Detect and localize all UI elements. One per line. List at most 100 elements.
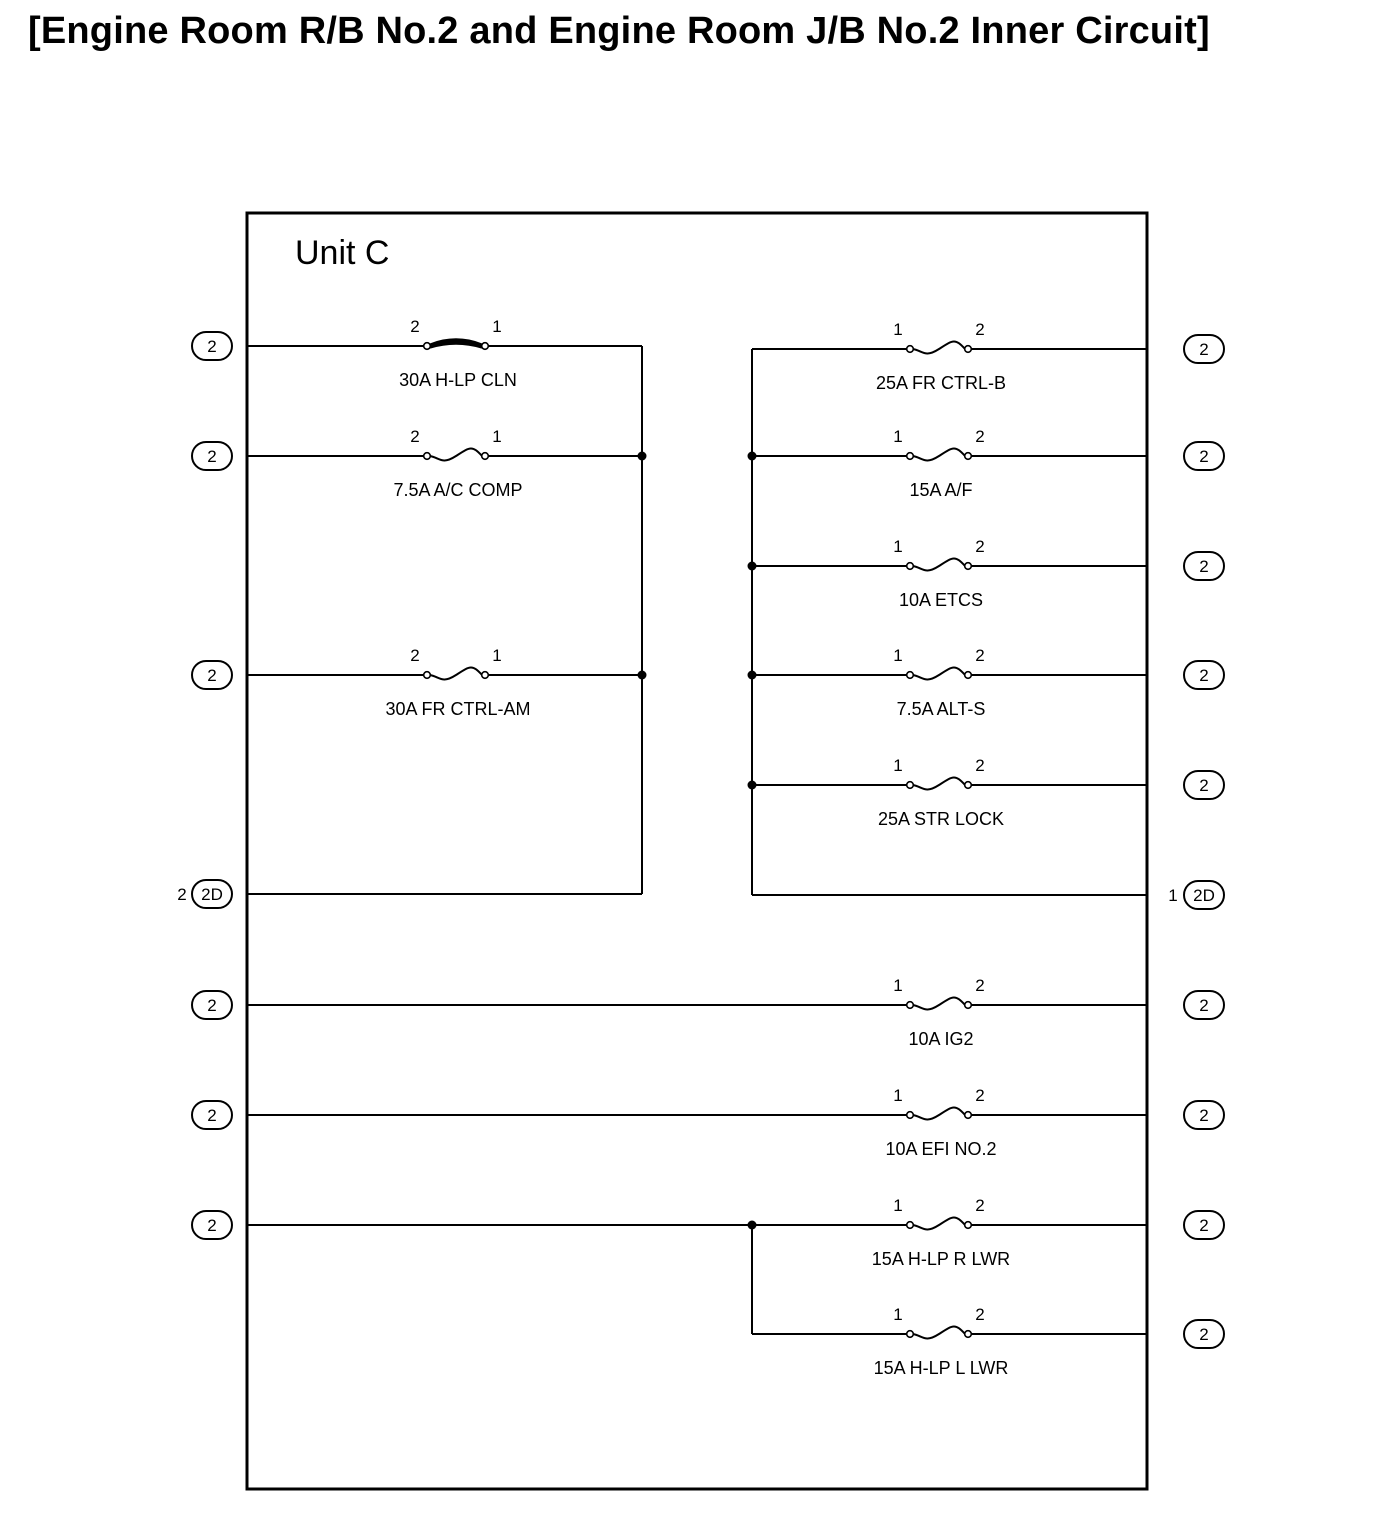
fuse-terminal bbox=[963, 1110, 973, 1120]
junction-dot bbox=[637, 451, 647, 461]
connector-code: 2 bbox=[1199, 1325, 1208, 1344]
fuse-terminal bbox=[422, 670, 432, 680]
connector-code: 2D bbox=[1193, 886, 1215, 905]
fusible-link-strand bbox=[429, 340, 483, 347]
connector-code: 2 bbox=[1199, 996, 1208, 1015]
fuse-element bbox=[429, 447, 483, 462]
fuse-terminal bbox=[905, 561, 915, 571]
fuse-pin-left: 1 bbox=[893, 646, 902, 665]
fuse-pin-right: 2 bbox=[975, 756, 984, 775]
unit-label: Unit C bbox=[295, 234, 389, 272]
junction-dot bbox=[747, 780, 757, 790]
fuse-pin-left: 2 bbox=[410, 317, 419, 336]
connector-badge: 2 bbox=[191, 660, 233, 690]
connector-badge: 2 bbox=[191, 990, 233, 1020]
connector-code: 2 bbox=[207, 666, 216, 685]
connector-outline bbox=[1183, 1319, 1225, 1349]
connector-pin: 1 bbox=[1168, 886, 1177, 905]
fuse-element bbox=[912, 340, 966, 355]
fuse-label: 25A FR CTRL-B bbox=[876, 373, 1006, 393]
diagram-title: [Engine Room R/B No.2 and Engine Room J/… bbox=[28, 10, 1210, 52]
fuse-label: 7.5A ALT-S bbox=[897, 699, 986, 719]
connector-code: 2 bbox=[1199, 340, 1208, 359]
fuse-pin-right: 2 bbox=[975, 1086, 984, 1105]
connector-badge: 2D2 bbox=[177, 879, 233, 909]
fuse-element bbox=[912, 1216, 966, 1231]
fuse-element bbox=[912, 447, 966, 462]
fuse-terminal bbox=[480, 341, 490, 351]
connector-outline bbox=[1183, 551, 1225, 581]
fuse-pin-right: 2 bbox=[975, 1305, 984, 1324]
connector-badge: 2 bbox=[1183, 770, 1225, 800]
fuse-terminal bbox=[905, 344, 915, 354]
fuse-element bbox=[912, 1106, 966, 1121]
junction-dot bbox=[747, 561, 757, 571]
connector-outline bbox=[1183, 990, 1225, 1020]
fuse-terminal bbox=[963, 1220, 973, 1230]
fusible-link-strand bbox=[429, 343, 483, 349]
connector-code: 2 bbox=[1199, 557, 1208, 576]
fuse-terminal bbox=[963, 1329, 973, 1339]
connector-outline bbox=[191, 1210, 233, 1240]
connector-code: 2 bbox=[1199, 1216, 1208, 1235]
junction-dot bbox=[747, 670, 757, 680]
connector-badge: 2 bbox=[1183, 334, 1225, 364]
connector-badge: 2 bbox=[1183, 1210, 1225, 1240]
wiring bbox=[247, 345, 1147, 1335]
fuse-element bbox=[912, 557, 966, 572]
fuse-pin-left: 1 bbox=[893, 427, 902, 446]
fuse-terminal bbox=[905, 1000, 915, 1010]
connector-badge: 2 bbox=[1183, 990, 1225, 1020]
fusible-link-strand bbox=[429, 339, 483, 346]
fuse-element bbox=[912, 1325, 966, 1340]
fuse-terminal bbox=[963, 561, 973, 571]
fuse-terminal bbox=[963, 1000, 973, 1010]
connector-code: 2 bbox=[1199, 776, 1208, 795]
fuse-pin-right: 1 bbox=[492, 427, 501, 446]
fuse-pin-left: 1 bbox=[893, 1086, 902, 1105]
connector-outline bbox=[1183, 334, 1225, 364]
fuse-label: 15A H-LP R LWR bbox=[872, 1249, 1010, 1269]
connector-badge: 2 bbox=[1183, 1100, 1225, 1130]
fuse-pin-left: 1 bbox=[893, 756, 902, 775]
fuse-label: 30A H-LP CLN bbox=[399, 370, 517, 390]
fuse-label: 30A FR CTRL-AM bbox=[385, 699, 530, 719]
connector-outline bbox=[1183, 660, 1225, 690]
fuse-pin-left: 1 bbox=[893, 537, 902, 556]
fuse-pin-left: 1 bbox=[893, 1305, 902, 1324]
fuse-terminal bbox=[480, 670, 490, 680]
fuse-terminal bbox=[905, 451, 915, 461]
connector-pin: 2 bbox=[177, 885, 186, 904]
connector-outline bbox=[191, 660, 233, 690]
connector-badge: 2 bbox=[191, 331, 233, 361]
connector-outline bbox=[191, 441, 233, 471]
fuse-pin-left: 2 bbox=[410, 646, 419, 665]
fuse-terminal bbox=[905, 670, 915, 680]
fuse-element bbox=[912, 666, 966, 681]
fuse-pin-left: 1 bbox=[893, 320, 902, 339]
junction-dot bbox=[747, 1220, 757, 1230]
connector-code: 2 bbox=[1199, 1106, 1208, 1125]
fuse-terminal bbox=[422, 341, 432, 351]
fuse-terminal bbox=[905, 1220, 915, 1230]
connector-code: 2 bbox=[207, 1216, 216, 1235]
connector-code: 2 bbox=[1199, 447, 1208, 466]
fuse-label: 15A H-LP L LWR bbox=[874, 1358, 1009, 1378]
junction-dot bbox=[637, 670, 647, 680]
connector-badge: 2 bbox=[1183, 551, 1225, 581]
fuse-label: 15A A/F bbox=[909, 480, 972, 500]
connector-code: 2 bbox=[207, 447, 216, 466]
connector-outline bbox=[191, 331, 233, 361]
